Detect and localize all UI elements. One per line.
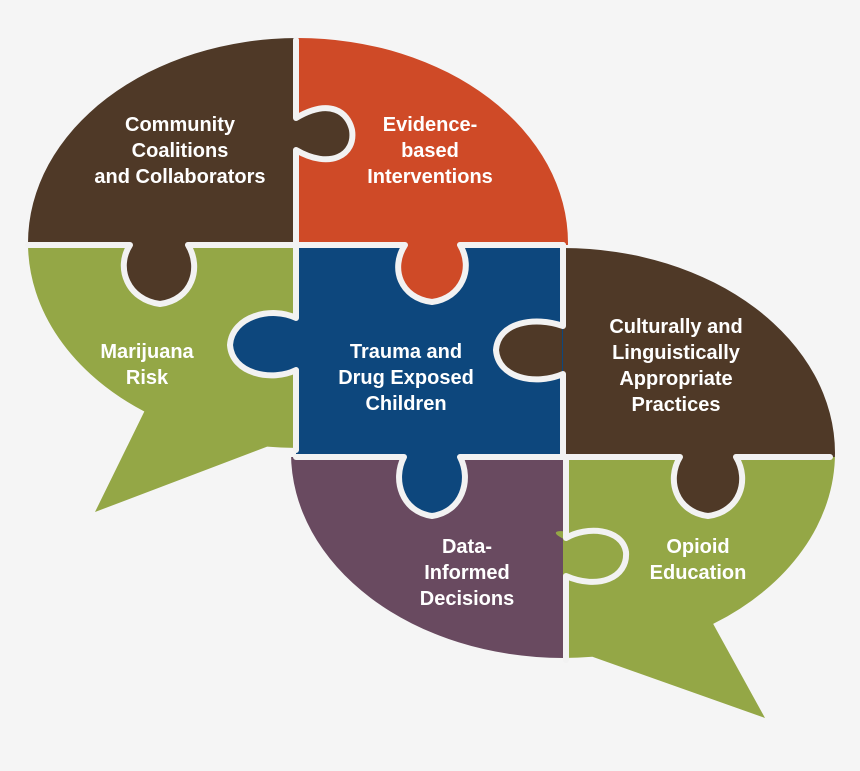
label-line: Appropriate: [619, 368, 732, 390]
label-line: Interventions: [367, 166, 493, 188]
knob-opioid-into-data: [555, 530, 629, 585]
label-line: Decisions: [420, 588, 514, 610]
knob-trauma-into-marijuana: [230, 313, 298, 376]
knob-trauma-into-data: [399, 455, 465, 516]
knob-community-into-evidence: [294, 108, 353, 160]
label-line: Marijuana: [100, 341, 194, 363]
label-line: Trauma and: [350, 341, 462, 363]
label-line: Children: [365, 393, 446, 415]
label-line: Risk: [126, 367, 169, 389]
knob-evidence-into-trauma: [398, 243, 466, 302]
label-line: Community: [125, 114, 236, 136]
label-line: and Collaborators: [94, 166, 265, 188]
label-line: based: [401, 140, 459, 162]
label-line: Coalitions: [132, 140, 229, 162]
label-line: Data-: [442, 536, 492, 558]
label-line: Linguistically: [612, 342, 741, 364]
piece-separators: [25, 37, 833, 663]
knob-cultural-into-trauma: [496, 321, 562, 380]
knob-cultural-into-opioid: [673, 455, 743, 516]
label-line: Education: [650, 562, 747, 584]
puzzle-knobs: [123, 108, 743, 585]
knob-community-into-marijuana: [123, 243, 195, 304]
label-line: Evidence-: [383, 114, 477, 136]
label-line: Practices: [632, 394, 721, 416]
label-line: Informed: [424, 562, 510, 584]
label-line: Drug Exposed: [338, 367, 474, 389]
label-line: Culturally and: [609, 316, 742, 338]
label-line: Opioid: [666, 536, 729, 558]
